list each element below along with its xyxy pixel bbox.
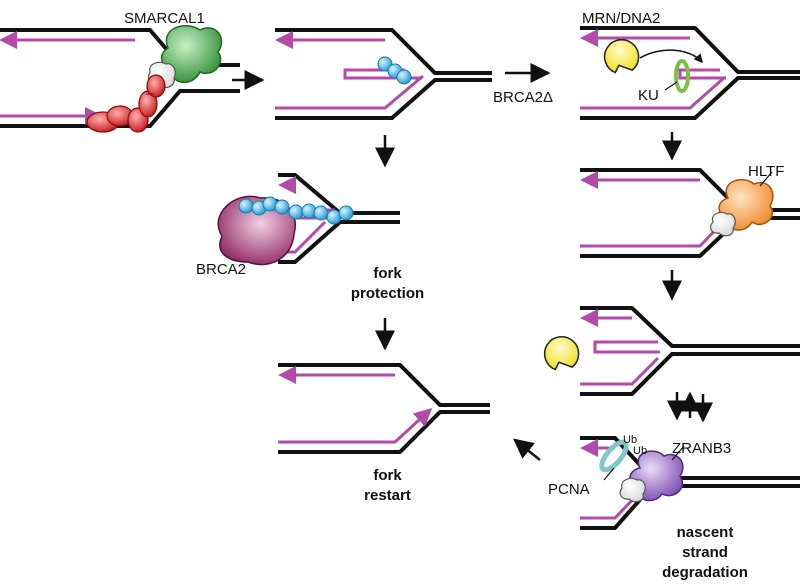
rad51-filament <box>377 56 412 85</box>
label-mrn-dna2: MRN/DNA2 <box>582 10 661 27</box>
equilibrium-arrows <box>667 391 713 423</box>
panel-hltf <box>580 168 800 258</box>
label-ub-1: Ub <box>623 434 638 446</box>
panel-zranb3 <box>580 436 800 530</box>
panel-degraded-fork <box>543 306 800 396</box>
parental-strand-bottom <box>0 89 240 128</box>
label-ub-2: Ub <box>633 445 648 457</box>
panel-smarcal1-fork <box>0 25 240 133</box>
mrn-dna2-pacman <box>603 39 640 74</box>
label-nascent-line3: degradation <box>662 564 748 581</box>
arrow-6-to-restart <box>513 438 541 461</box>
panel-fork-restart <box>278 363 490 454</box>
label-hltf: HLTF <box>748 163 785 180</box>
mrn-dna2-pacman-2 <box>543 336 580 371</box>
nuclease-action-arrow <box>639 49 703 64</box>
zranb3-protein <box>619 450 684 503</box>
label-zranb3: ZRANB3 <box>672 440 732 457</box>
label-fork-restart: fork restart <box>340 466 435 506</box>
brca2-protein <box>217 195 296 266</box>
label-brca2-delta: BRCA2Δ <box>493 89 554 106</box>
label-pcna: PCNA <box>548 481 590 498</box>
label-nascent-line2: strand <box>682 544 728 561</box>
label-fork-protection-line2: protection <box>350 285 425 302</box>
label-fork-restart-line1: fork <box>373 467 402 484</box>
panel-fork-protection <box>217 173 400 266</box>
label-nascent-line1: nascent <box>676 524 734 541</box>
label-fork-protection: fork protection <box>340 264 435 304</box>
label-fork-restart-line2: restart <box>364 487 411 504</box>
hltf-protein <box>709 178 774 237</box>
panel-mrn-dna2 <box>580 26 800 120</box>
panel-reversed-fork <box>275 28 492 120</box>
rpa-protein <box>86 74 166 133</box>
label-fork-protection-line1: fork <box>373 265 402 282</box>
label-brca2: BRCA2 <box>196 261 247 278</box>
ku-ring <box>674 59 690 93</box>
label-ku: KU <box>638 87 659 104</box>
label-nascent-strand-degradation: nascent strand degradation <box>640 523 770 583</box>
rad51-filament-2 <box>238 196 354 225</box>
pcna-ring <box>599 439 629 473</box>
label-smarcal1: SMARCAL1 <box>124 10 205 27</box>
